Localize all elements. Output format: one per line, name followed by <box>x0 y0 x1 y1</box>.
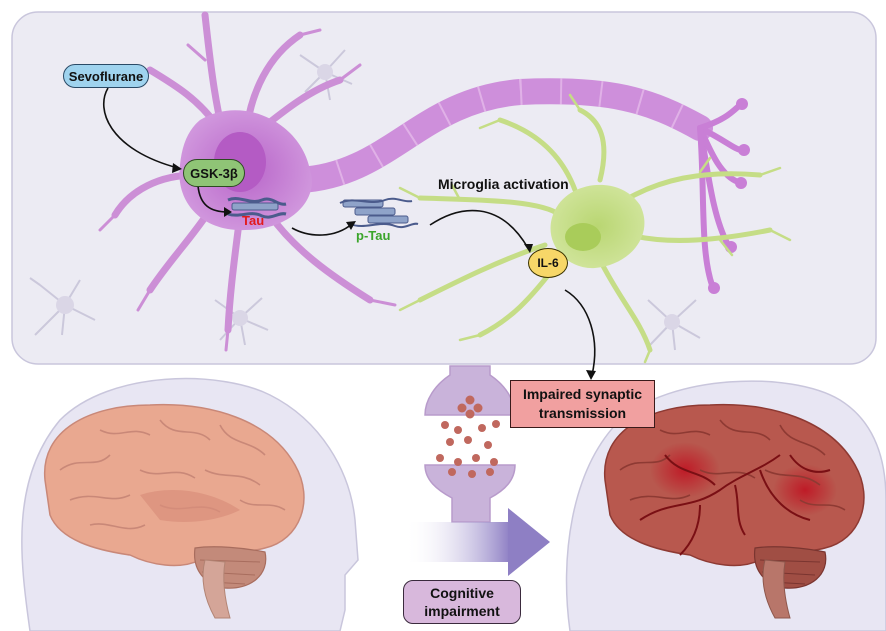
gsk3b-label: GSK-3β <box>183 159 245 187</box>
cognitive-line-1: Cognitive <box>430 585 494 601</box>
microglia-activation-label: Microglia activation <box>438 176 569 192</box>
impaired-synaptic-transmission-box: Impaired synaptic transmission <box>510 380 655 428</box>
p-tau-label: p-Tau <box>356 228 391 243</box>
sevoflurane-label: Sevoflurane <box>63 64 149 88</box>
sevoflurane-text: Sevoflurane <box>68 68 144 84</box>
background-cell-top <box>299 49 353 101</box>
neurotransmitter-vesicles <box>436 395 500 478</box>
gsk3b-text: GSK-3β <box>190 165 238 181</box>
tau-filament-icon <box>227 197 287 219</box>
impaired-line-2: transmission <box>538 405 627 421</box>
microglia-fine-processes <box>398 93 792 364</box>
axon-bulbs <box>708 98 750 294</box>
cognitive-impairment-box: Cognitive impairment <box>403 580 521 624</box>
cognitive-line-2: impairment <box>424 603 500 619</box>
damaged-brain-icon <box>604 403 865 619</box>
microglia-nucleus <box>565 223 601 251</box>
il6-text: IL-6 <box>537 256 559 270</box>
background-cell-left <box>29 277 96 336</box>
flow-arrowheads <box>172 163 596 380</box>
il6-label: IL-6 <box>528 248 568 278</box>
tau-label: Tau <box>242 213 265 228</box>
healthy-brain-icon <box>44 403 305 619</box>
impaired-line-1: Impaired synaptic <box>522 386 643 402</box>
progression-arrow-icon <box>405 508 550 576</box>
axon <box>287 78 713 193</box>
synapse-presynaptic <box>424 365 516 416</box>
p-tau-filament-icon <box>339 197 419 229</box>
background-cell-right <box>647 299 701 351</box>
flow-arrows <box>103 87 596 376</box>
damaged-brain-vessels <box>639 454 831 556</box>
